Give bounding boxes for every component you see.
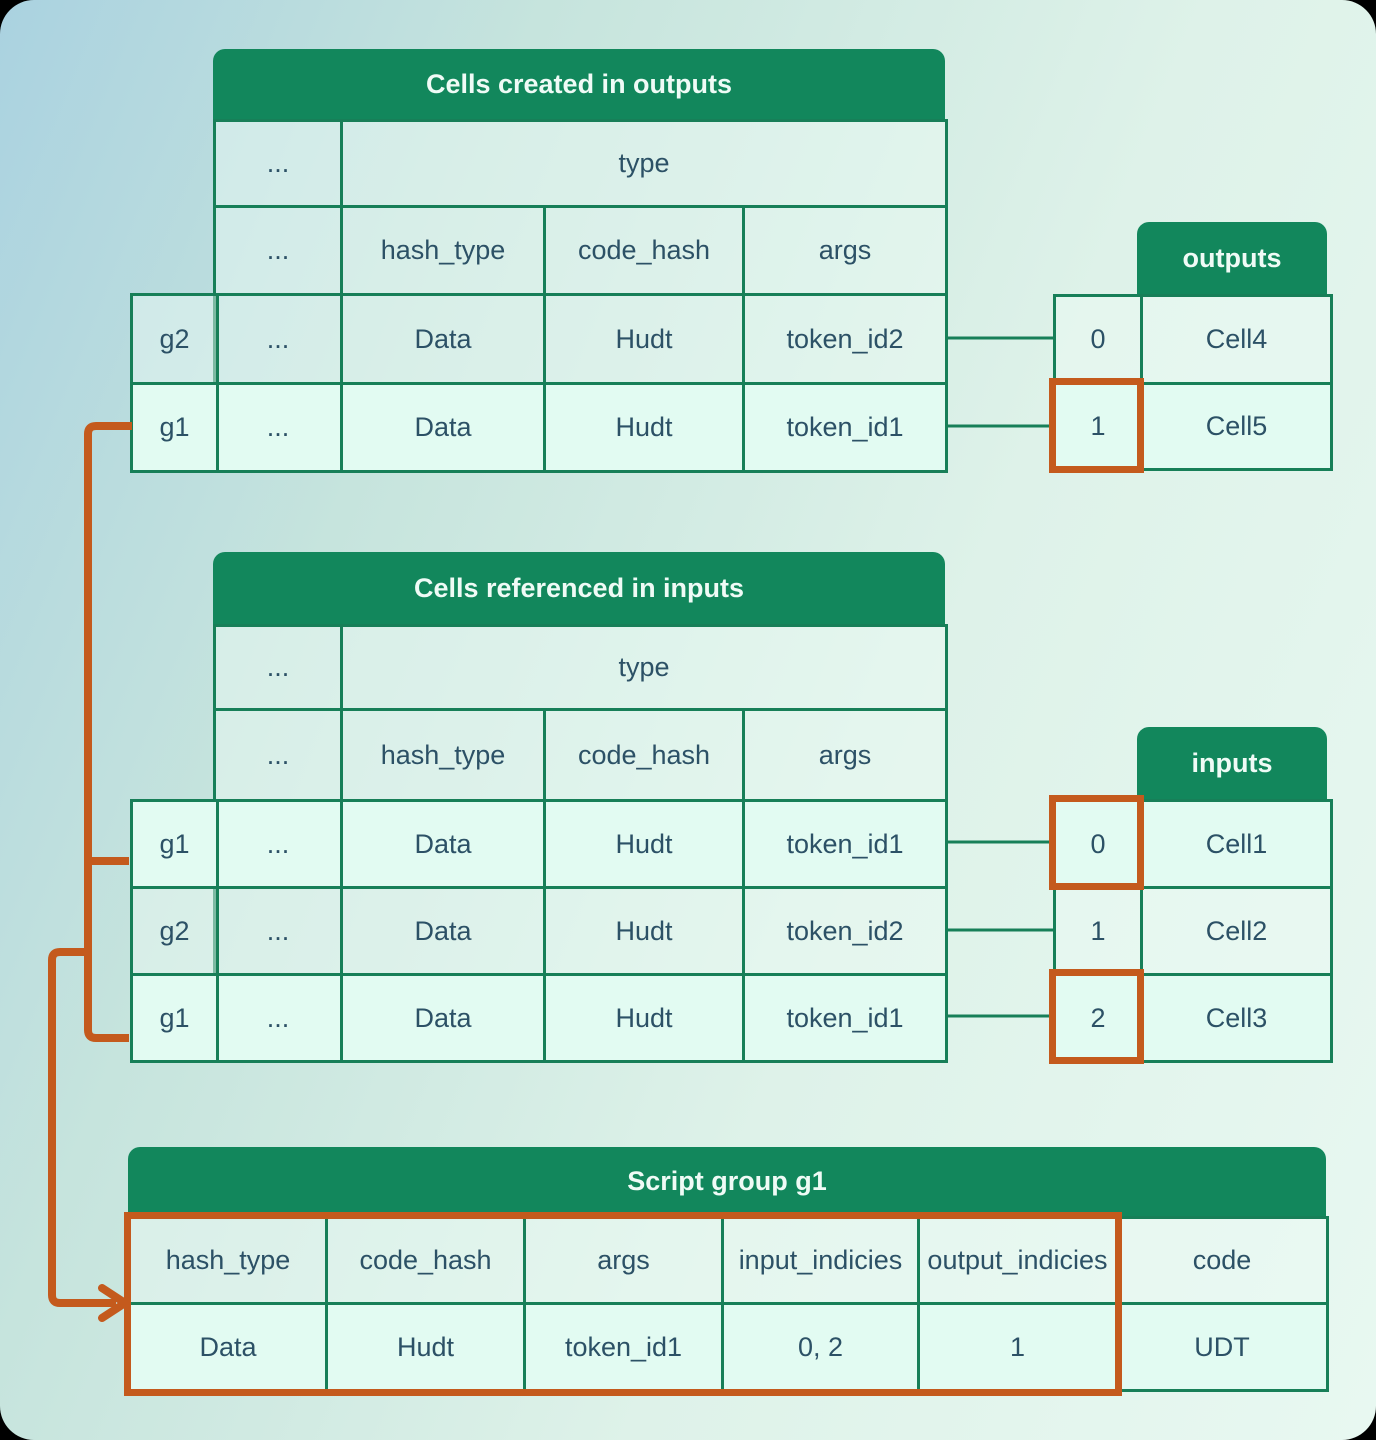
input-index-cell: 0 — [1053, 799, 1143, 889]
code-hash-value-cell: Hudt — [325, 1302, 526, 1392]
hash-type-header-cell: hash_type — [340, 205, 546, 296]
ellipsis-cell: ... — [213, 382, 343, 473]
hash-type-cell: Data — [340, 799, 546, 889]
output-indicies-value-cell: 1 — [917, 1302, 1118, 1392]
table-row: 1 Cell2 — [1053, 886, 1333, 976]
args-value-cell: token_id1 — [523, 1302, 724, 1392]
group-label-cell: g1 — [130, 382, 219, 473]
code-hash-header-cell: code_hash — [543, 205, 745, 296]
output-index-cell: 0 — [1053, 294, 1143, 385]
input-index-cell: 2 — [1053, 973, 1143, 1063]
ellipsis-cell: ... — [213, 624, 343, 711]
code-hash-cell: Hudt — [543, 973, 745, 1063]
connector-g1-trunk — [84, 422, 132, 1042]
outputs-index-table: 0 Cell4 1 Cell5 — [1053, 294, 1333, 471]
group-label-cell: g1 — [130, 973, 219, 1063]
table-row: ... Data Hudt token_id1 — [213, 973, 948, 1063]
output-cell-name: Cell5 — [1140, 382, 1333, 471]
script-group-table-title: Script group g1 — [128, 1147, 1326, 1216]
table-row: ... Data Hudt token_id1 — [213, 382, 948, 473]
inputs-index-table-title: inputs — [1137, 727, 1327, 799]
outputs-cells-table: ... type ... hash_type code_hash args ..… — [213, 119, 948, 473]
input-indicies-value-cell: 0, 2 — [721, 1302, 920, 1392]
type-header-cell: type — [340, 624, 948, 711]
args-cell: token_id1 — [742, 973, 948, 1063]
ellipsis-cell: ... — [213, 205, 343, 296]
arrow-right-icon — [98, 1284, 129, 1322]
group-label-cell: g2 — [130, 886, 219, 976]
hash-type-cell: Data — [340, 973, 546, 1063]
table-row: 2 Cell3 — [1053, 973, 1333, 1063]
table-row: Data Hudt token_id1 0, 2 1 UDT — [128, 1302, 1329, 1392]
outputs-cells-table-title: Cells created in outputs — [213, 49, 945, 119]
code-hash-cell: Hudt — [543, 799, 745, 889]
hash-type-cell: Data — [340, 886, 546, 976]
hash-type-header-cell: hash_type — [340, 708, 546, 802]
input-cell-name: Cell2 — [1140, 886, 1333, 976]
script-group-table: hash_type code_hash args input_indicies … — [128, 1216, 1329, 1392]
ellipsis-cell: ... — [213, 119, 343, 208]
group-label-cell: g2 — [130, 293, 219, 385]
ellipsis-cell: ... — [213, 973, 343, 1063]
input-cell-name: Cell1 — [1140, 799, 1333, 889]
hash-type-value-cell: Data — [128, 1302, 328, 1392]
table-row: 0 Cell1 — [1053, 799, 1333, 889]
code-hash-cell: Hudt — [543, 382, 745, 473]
code-value-cell: UDT — [1115, 1302, 1329, 1392]
table-row: ... Data Hudt token_id2 — [213, 886, 948, 976]
inputs-index-table: 0 Cell1 1 Cell2 2 Cell3 — [1053, 799, 1333, 1063]
args-cell: token_id2 — [742, 293, 948, 385]
output-index-cell: 1 — [1053, 382, 1143, 471]
outputs-group-label-column: g2 g1 — [130, 293, 219, 473]
args-header-cell: args — [742, 205, 948, 296]
hash-type-cell: Data — [340, 293, 546, 385]
ellipsis-cell: ... — [213, 886, 343, 976]
ellipsis-cell: ... — [213, 799, 343, 889]
table-row: ... Data Hudt token_id2 — [213, 293, 948, 385]
table-row: 0 Cell4 — [1053, 294, 1333, 385]
code-hash-cell: Hudt — [543, 886, 745, 976]
args-header-cell: args — [523, 1216, 724, 1305]
input-indicies-header-cell: input_indicies — [721, 1216, 920, 1305]
outputs-index-table-title: outputs — [1137, 222, 1327, 294]
code-header-cell: code — [1115, 1216, 1329, 1305]
args-cell: token_id2 — [742, 886, 948, 976]
args-cell: token_id1 — [742, 382, 948, 473]
input-index-cell: 1 — [1053, 886, 1143, 976]
output-cell-name: Cell4 — [1140, 294, 1333, 385]
hash-type-cell: Data — [340, 382, 546, 473]
ellipsis-cell: ... — [213, 708, 343, 802]
output-indicies-header-cell: output_indicies — [917, 1216, 1118, 1305]
code-hash-cell: Hudt — [543, 293, 745, 385]
hash-type-header-cell: hash_type — [128, 1216, 328, 1305]
group-label-cell: g1 — [130, 799, 219, 889]
input-cell-name: Cell3 — [1140, 973, 1333, 1063]
args-header-cell: args — [742, 708, 948, 802]
ellipsis-cell: ... — [213, 293, 343, 385]
connector-to-script-group — [48, 948, 116, 1307]
code-hash-header-cell: code_hash — [325, 1216, 526, 1305]
table-row: ... Data Hudt token_id1 — [213, 799, 948, 889]
type-header-cell: type — [340, 119, 948, 208]
inputs-cells-table: ... type ... hash_type code_hash args ..… — [213, 624, 948, 1063]
args-cell: token_id1 — [742, 799, 948, 889]
code-hash-header-cell: code_hash — [543, 708, 745, 802]
inputs-cells-table-title: Cells referenced in inputs — [213, 552, 945, 624]
table-row: 1 Cell5 — [1053, 382, 1333, 471]
inputs-group-label-column: g1 g2 g1 — [130, 799, 219, 1063]
